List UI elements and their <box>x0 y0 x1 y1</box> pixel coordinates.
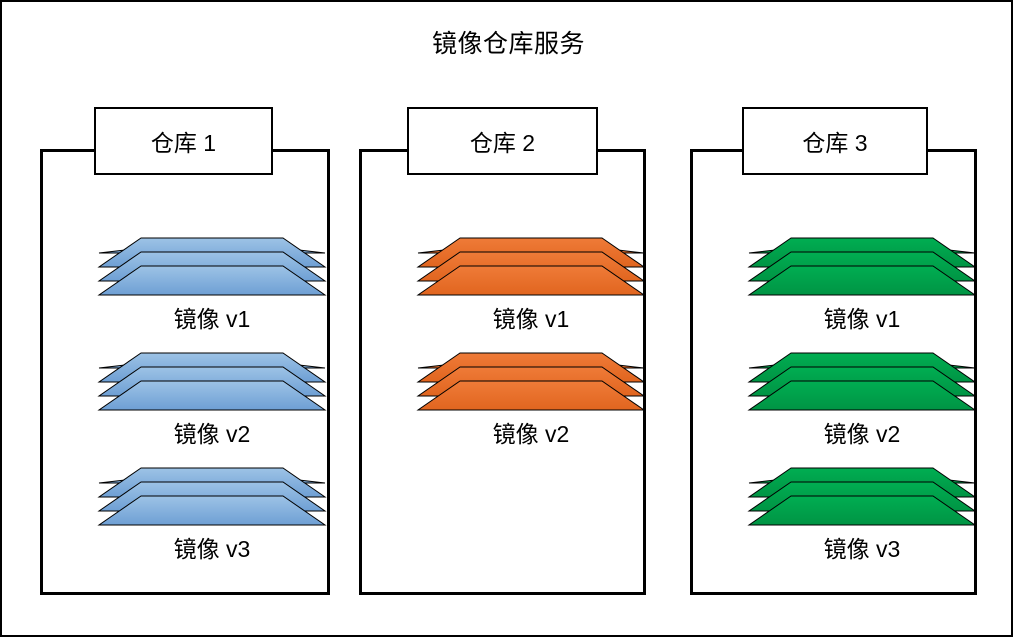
layer-stack-icon <box>97 237 327 296</box>
repository-header-2[interactable]: 仓库 2 <box>407 107 598 175</box>
image-layer-stack <box>97 467 327 526</box>
repository-header-label-3: 仓库 3 <box>802 130 868 156</box>
layer-stack-icon <box>747 467 977 526</box>
layer-stack-icon <box>97 352 327 411</box>
page-title: 镜像仓库服务 <box>431 30 585 58</box>
image-layer-stack <box>747 467 977 526</box>
image-group-1-2[interactable]: 镜像 v2 <box>97 352 327 449</box>
image-layer-stack <box>747 352 977 411</box>
image-label: 镜像 v3 <box>173 536 251 562</box>
repository-header-3[interactable]: 仓库 3 <box>742 107 928 175</box>
layer-stack-icon <box>97 467 327 526</box>
image-group-1-3[interactable]: 镜像 v3 <box>97 467 327 564</box>
image-group-3-3[interactable]: 镜像 v3 <box>747 467 977 564</box>
image-group-1-1[interactable]: 镜像 v1 <box>97 237 327 334</box>
image-label: 镜像 v2 <box>173 421 251 447</box>
image-layer-stack <box>416 237 646 296</box>
image-label: 镜像 v1 <box>173 306 251 332</box>
image-label: 镜像 v1 <box>492 306 570 332</box>
layer-stack-icon <box>747 237 977 296</box>
layer-stack-icon <box>416 237 646 296</box>
image-label: 镜像 v3 <box>823 536 901 562</box>
image-label: 镜像 v1 <box>823 306 901 332</box>
image-group-3-1[interactable]: 镜像 v1 <box>747 237 977 334</box>
image-label: 镜像 v2 <box>823 421 901 447</box>
image-label: 镜像 v2 <box>492 421 570 447</box>
layer-stack-icon <box>747 352 977 411</box>
image-layer-stack <box>97 237 327 296</box>
image-layer-stack <box>97 352 327 411</box>
repository-header-label-2: 仓库 2 <box>469 130 536 156</box>
repository-header-label-1: 仓库 1 <box>150 130 217 156</box>
image-group-2-1[interactable]: 镜像 v1 <box>416 237 646 334</box>
image-group-3-2[interactable]: 镜像 v2 <box>747 352 977 449</box>
image-group-2-2[interactable]: 镜像 v2 <box>416 352 646 449</box>
image-layer-stack <box>416 352 646 411</box>
layer-stack-icon <box>416 352 646 411</box>
image-layer-stack <box>747 237 977 296</box>
repository-header-1[interactable]: 仓库 1 <box>94 107 273 175</box>
